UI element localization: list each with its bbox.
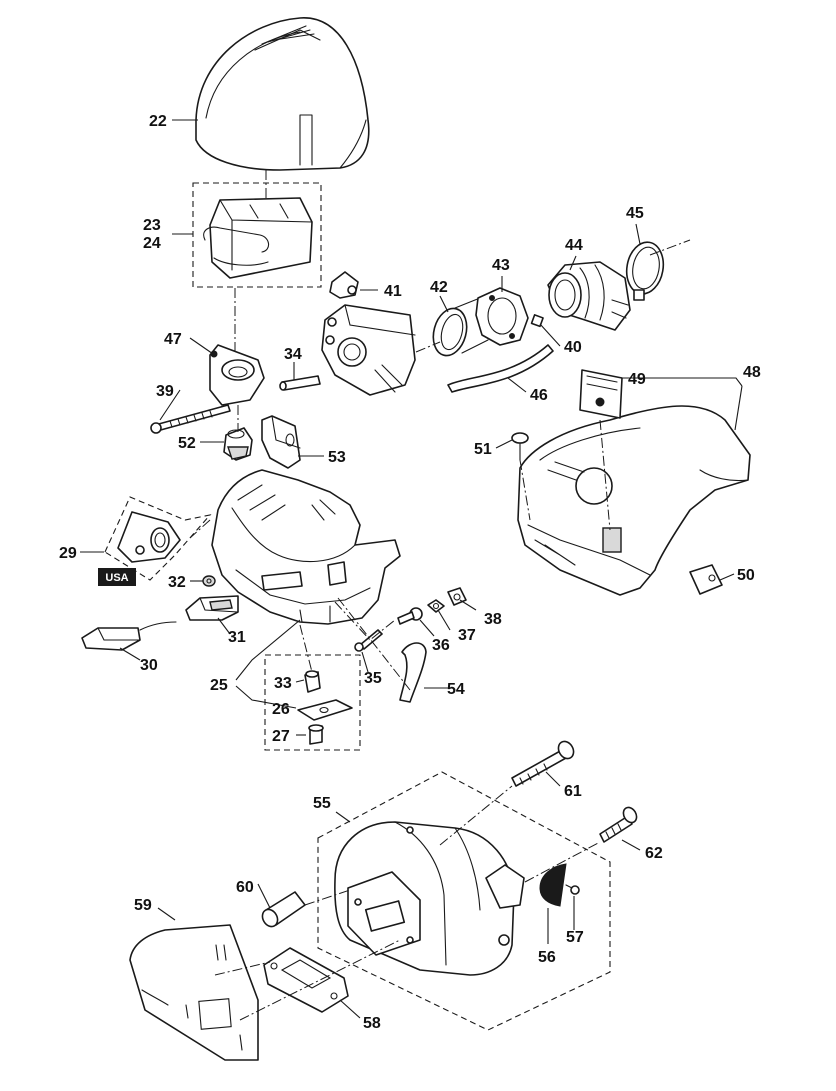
part-23-24-air-filter [192,182,322,288]
callout-40: 40 [564,339,582,356]
callout-44: 44 [565,237,583,254]
callout-33: 33 [274,675,292,692]
callout-43: 43 [492,257,510,274]
callout-25: 25 [210,677,228,694]
callout-53: 53 [328,449,346,466]
part-60-spacer [261,891,306,928]
callout-24: 24 [143,235,161,252]
part-49-filter-plate [579,369,623,419]
part-44-intake-boot [547,261,631,331]
callout-50: 50 [737,567,755,584]
callout-27: 27 [272,728,290,745]
part-46-hose [447,344,554,393]
callout-30: 30 [140,657,158,674]
callout-37: 37 [458,627,476,644]
part-58-gasket [263,947,349,1013]
part-39-screw [150,404,231,434]
assembly-lines [189,170,691,1021]
callout-36: 36 [432,637,450,654]
part-53-bracket [261,415,301,469]
part-40-nut [530,314,544,328]
part-54-tube [399,642,427,703]
callout-56: 56 [538,949,556,966]
part-50-tab [689,564,723,595]
leader-lines [80,119,743,1019]
part-48-air-box [517,405,751,596]
part-61-bolt [511,740,575,787]
part-51-screw [511,432,529,461]
part-36-bolt [397,607,423,625]
callout-38: 38 [484,611,502,628]
callout-35: 35 [364,670,382,687]
callout-29: 29 [59,545,77,562]
callout-42: 42 [430,279,448,296]
callout-41: 41 [384,283,402,300]
callout-60: 60 [236,879,254,896]
part-25-housing [211,469,401,625]
part-37-washer [427,599,445,613]
callout-45: 45 [626,205,644,222]
callout-22: 22 [149,113,167,130]
part-carburetor [321,304,416,396]
part-42-ring [432,297,489,357]
part-29-usa-fitting [104,496,212,581]
part-47-carburetor-mount [209,344,265,406]
part-32-nut [202,575,216,587]
part-55-muffler [317,771,611,1031]
callout-57: 57 [566,929,584,946]
part-43-flange [475,287,529,346]
part-57-screw [565,884,580,895]
callout-54: 54 [447,681,465,698]
callout-31: 31 [228,629,246,646]
part-34-pin [279,375,321,391]
part-31-pad [185,595,239,621]
part-62-bolt [599,806,638,843]
callout-26: 26 [272,701,290,718]
callout-34: 34 [284,346,302,363]
callout-48: 48 [743,364,761,381]
part-56-spark-screen [539,863,567,907]
callout-61: 61 [564,783,582,800]
svg-text:USA: USA [105,572,128,584]
part-41-fitting [329,271,359,299]
callout-39: 39 [156,383,174,400]
callout-23: 23 [143,217,161,234]
part-59-heat-shield [129,924,259,1061]
callout-55: 55 [313,795,331,812]
callout-51: 51 [474,441,492,458]
part-22-top-cover [195,17,370,171]
usa-badge: USA [98,568,136,586]
callout-46: 46 [530,387,548,404]
part-30-lever [81,621,177,651]
part-52-rubber-mount [223,427,253,461]
callout-62: 62 [645,845,663,862]
callout-59: 59 [134,897,152,914]
callout-47: 47 [164,331,182,348]
part-45-clamp [625,241,665,301]
callout-52: 52 [178,435,196,452]
callout-labels: 22 23 24 25 26 27 29 30 31 32 33 34 35 3… [59,113,761,1032]
callout-32: 32 [168,574,186,591]
callout-58: 58 [363,1015,381,1032]
callout-49: 49 [628,371,646,388]
